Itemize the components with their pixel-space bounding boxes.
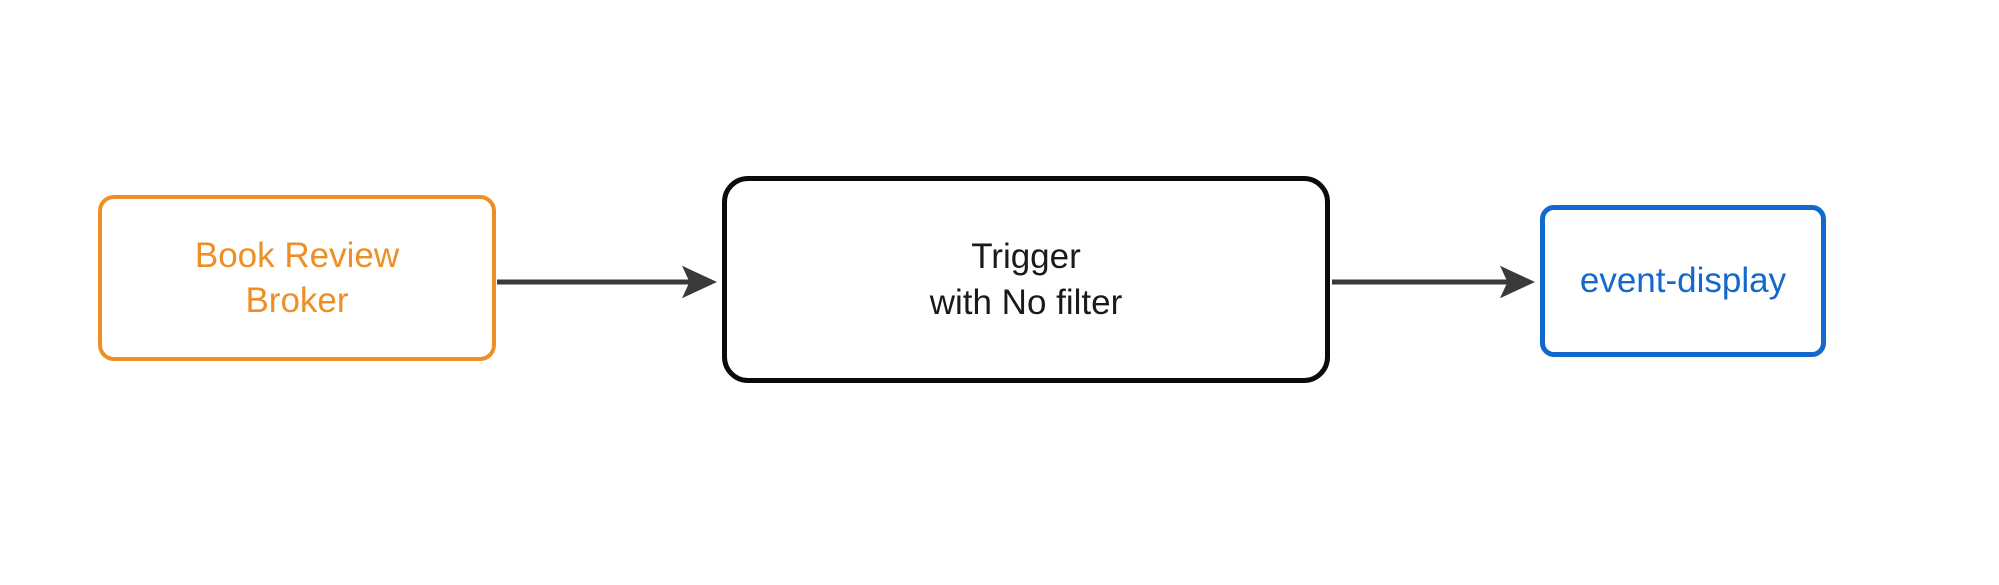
node-book-review-broker[interactable]: Book Review Broker	[98, 195, 496, 361]
node-broker-label: Book Review Broker	[194, 235, 400, 321]
node-event-display[interactable]: event-display	[1540, 205, 1826, 357]
node-trigger-label: Trigger with No filter	[929, 237, 1123, 322]
node-sink-label: event-display	[1579, 261, 1787, 301]
node-trigger-with-no-filter[interactable]: Trigger with No filter	[722, 176, 1330, 383]
